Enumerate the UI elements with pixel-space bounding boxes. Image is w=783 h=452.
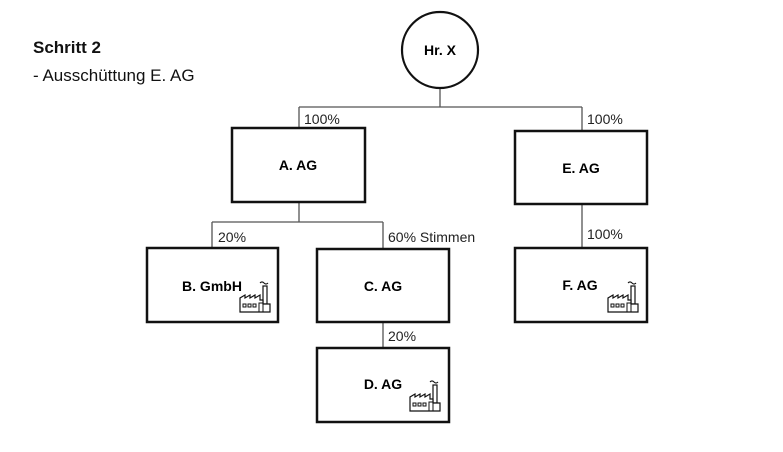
- step-subtitle: - Ausschüttung E. AG: [33, 66, 195, 85]
- edge-label-a-b: 20%: [218, 229, 246, 245]
- edge-label-root-a: 100%: [304, 111, 340, 127]
- node-hr-x: Hr. X: [400, 10, 480, 90]
- node-e-ag: E. AG: [513, 129, 649, 206]
- node-d-ag: D. AG: [315, 346, 451, 424]
- node-c-ag-label: C. AG: [364, 278, 402, 294]
- node-hr-x-label: Hr. X: [424, 42, 457, 58]
- node-a-ag-label: A. AG: [279, 157, 317, 173]
- node-f-ag: F. AG: [513, 246, 649, 324]
- node-a-ag: A. AG: [230, 126, 367, 204]
- edge-label-c-d: 20%: [388, 328, 416, 344]
- node-e-ag-label: E. AG: [562, 160, 600, 176]
- edge-label-a-c: 60% Stimmen: [388, 229, 475, 245]
- edge-label-e-f: 100%: [587, 226, 623, 242]
- node-b-gmbh-label: B. GmbH: [182, 278, 242, 294]
- step-title: Schritt 2: [33, 38, 102, 57]
- node-f-ag-label: F. AG: [562, 277, 597, 293]
- edge-label-root-e: 100%: [587, 111, 623, 127]
- node-c-ag: C. AG: [315, 247, 451, 324]
- node-b-gmbh: B. GmbH: [145, 246, 280, 324]
- node-d-ag-label: D. AG: [364, 376, 402, 392]
